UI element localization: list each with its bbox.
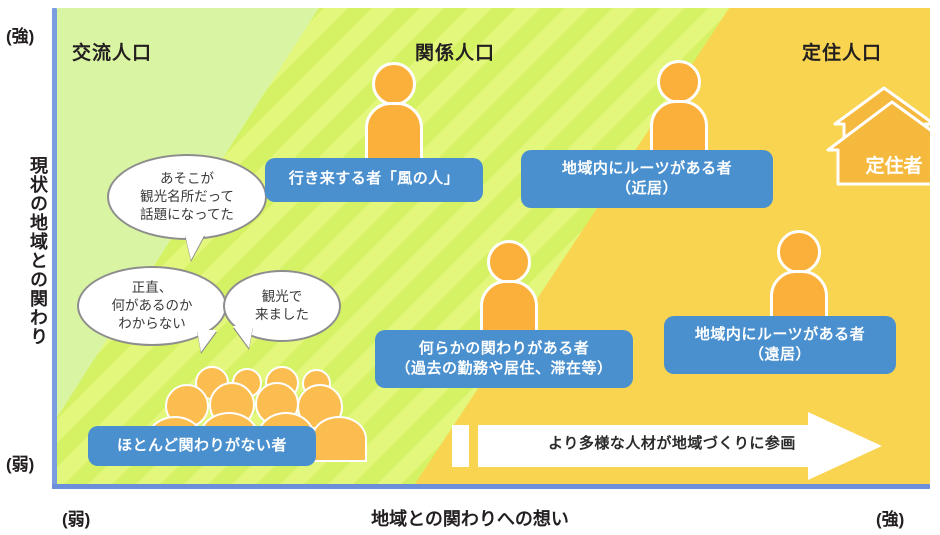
arrow-label: より多様な人材が地域づくりに参画 <box>548 435 796 452</box>
x-axis-title: 地域との関わりへの想い <box>371 509 569 529</box>
houses-icon: 定住者 <box>822 80 930 190</box>
zone-label-teiju-jinko: 定住人口 <box>802 43 883 64</box>
label-roots-near: 地域内にルーツがある者 （近居） <box>521 150 773 208</box>
bubble-tourist-spot: あそこが 観光名所だって 話題になってた <box>107 154 267 240</box>
zone-label-koryu-jinko: 交流人口 <box>72 43 153 64</box>
arrow-tail-segment <box>452 425 469 467</box>
person-body-icon <box>365 102 423 164</box>
person-head-icon <box>487 240 531 284</box>
person-icon-roots-near <box>647 60 711 164</box>
person-head-icon <box>372 62 416 106</box>
person-icon-some-relation <box>477 240 541 344</box>
arrow-participation: より多様な人材が地域づくりに参画 <box>452 412 882 480</box>
y-axis-strong-label: (強) <box>6 27 35 46</box>
y-axis-weak-label: (弱) <box>6 455 35 474</box>
arrow-body <box>478 412 882 480</box>
bubble-tail-came-sightseeing <box>233 326 253 348</box>
y-axis-line <box>52 8 57 489</box>
label-almost-none: ほとんど関わりがない者 <box>88 426 316 466</box>
x-axis-weak-label: (弱) <box>62 510 91 529</box>
label-some-relation: 何らかの関わりがある者 （過去の勤務や居住、滞在等） <box>375 330 633 388</box>
person-icon-wind <box>362 62 426 166</box>
label-wind-person: 行き来する者「風の人」 <box>265 158 483 202</box>
person-head-icon <box>657 60 701 104</box>
bubble-tail-dont-know <box>197 330 217 352</box>
y-axis-title: 現状の地域との関わり <box>28 156 48 346</box>
x-axis-strong-label: (強) <box>876 510 905 529</box>
bubble-tail-tourist-spot <box>185 234 205 260</box>
settler-house-text: 定住者 <box>865 154 922 177</box>
person-head-icon <box>777 230 821 274</box>
x-axis-line <box>52 484 930 489</box>
label-roots-far: 地域内にルーツがある者 （遠居） <box>664 316 896 374</box>
zone-label-kankei-jinko: 関係人口 <box>415 43 496 64</box>
plot-area: 交流人口 関係人口 定住人口 定住者 <box>57 8 930 484</box>
